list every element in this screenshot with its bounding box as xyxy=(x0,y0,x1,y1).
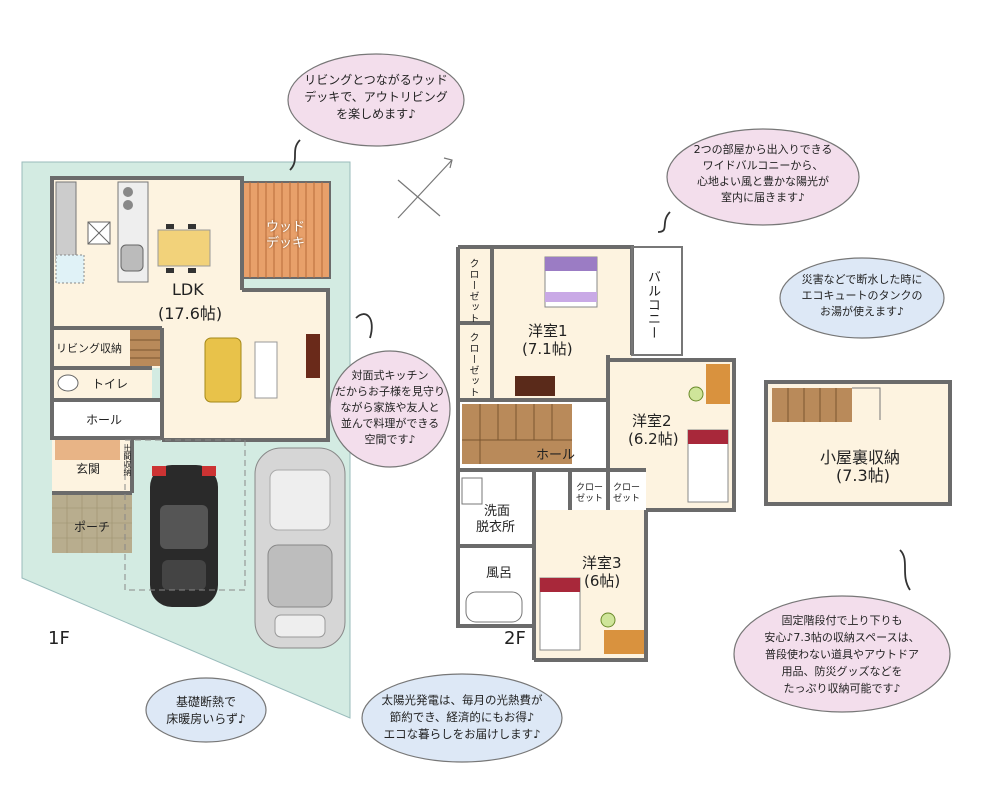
note-attic-line: 安心♪7.3帖の収納スペースは、 xyxy=(764,631,920,644)
earth-storage-label: 土間収納 xyxy=(123,444,132,476)
car-silver xyxy=(254,447,346,649)
note-foundation-line: 床暖房いらず♪ xyxy=(166,712,246,726)
cloud-foundation xyxy=(145,677,267,743)
sofa xyxy=(204,337,242,403)
compass xyxy=(397,157,453,219)
note-ecocute: 災害などで断水した時に エコキュートのタンクの お湯が使えます♪ xyxy=(782,272,942,320)
note-balcony-line: 室内に届きます♪ xyxy=(720,191,806,204)
room3-label: 洋室3 xyxy=(582,554,622,572)
attic-label: 小屋裏収納 xyxy=(820,448,901,467)
deck-label-2: デッキ xyxy=(266,236,306,251)
note-attic-line: 用品、防災グッズなどを xyxy=(781,665,903,678)
note-balcony-line: ワイドバルコニーから、 xyxy=(702,159,824,172)
note-foundation-line: 基礎断熱で xyxy=(175,695,236,709)
living-storage-label: リビング収納 xyxy=(56,342,122,355)
bath-label: 風呂 xyxy=(486,566,513,581)
wood-deck xyxy=(241,181,331,279)
hall-1f-label: ホール xyxy=(86,413,123,427)
closet-label-1: クローゼット xyxy=(467,258,478,324)
cloud-ecocute xyxy=(779,257,945,339)
note-solar-line: 節約でき、経済的にもお得♪ xyxy=(389,710,535,724)
note-ecocute-line: お湯が使えます♪ xyxy=(819,305,905,318)
note-attic-line: たっぷり収納可能です♪ xyxy=(783,682,901,695)
room2-size: (6.2帖) xyxy=(628,430,679,448)
attic-stairs xyxy=(772,388,852,422)
bathtub xyxy=(465,591,523,623)
note-balcony-line: 心地よい風と豊かな陽光が xyxy=(697,175,829,188)
note-kitchen-line: 並んで料理ができる xyxy=(340,417,440,430)
floor-1f-label: 1F xyxy=(48,628,70,649)
cloud-kitchen xyxy=(329,350,451,468)
desk-room2 xyxy=(706,364,730,404)
closet-small-1a: クロー xyxy=(576,483,604,493)
note-deck-line: リビングとつながるウッド xyxy=(304,73,448,87)
deck-planks xyxy=(249,182,323,278)
balcony-outline xyxy=(631,246,683,356)
walls-1f xyxy=(50,176,330,495)
note-deck-line: を楽しめます♪ xyxy=(336,107,416,121)
entrance-label: 玄関 xyxy=(76,462,101,476)
room3-size: (6帖) xyxy=(584,572,621,590)
note-balcony-line: 2つの部屋から出入りできる xyxy=(693,143,833,156)
wash-label-2: 脱衣所 xyxy=(476,520,516,535)
attic-size: (7.3帖) xyxy=(836,466,890,485)
porch-label: ポーチ xyxy=(74,520,111,534)
dining-table xyxy=(157,229,211,267)
toilet-label: トイレ xyxy=(92,377,129,391)
wash-label-1: 洗面 xyxy=(484,504,511,519)
desk-room3 xyxy=(604,630,644,654)
note-attic: 固定階段付で上り下りも 安心♪7.3帖の収納スペースは、 普段使わない道具やアウ… xyxy=(736,612,948,697)
ldk-size: (17.6帖) xyxy=(158,304,223,323)
ldk-label: LDK xyxy=(172,280,204,299)
stairs-1f xyxy=(130,330,160,366)
note-solar: 太陽光発電は、毎月の光熱費が 節約でき、経済的にもお得♪ エコな暮らしをお届けし… xyxy=(364,692,560,743)
note-kitchen-line: 空間です♪ xyxy=(364,433,416,446)
note-kitchen: 対面式キッチン だからお子様を見守り ながら家族や友人と 並んで料理ができる 空… xyxy=(334,368,446,448)
note-ecocute-line: 災害などで断水した時に xyxy=(801,273,923,286)
note-deck: リビングとつながるウッド デッキで、アウトリビング を楽しめます♪ xyxy=(290,72,462,123)
pointer-arrows xyxy=(289,139,911,591)
note-foundation: 基礎断熱で 床暖房いらず♪ xyxy=(150,694,262,728)
closet-label-2: クローゼット xyxy=(467,332,478,398)
porch-tiles xyxy=(52,493,132,553)
balcony-floor xyxy=(632,247,682,355)
note-ecocute-line: エコキュートのタンクの xyxy=(801,289,923,302)
washbasin xyxy=(461,477,483,505)
toilet-bowl xyxy=(57,374,79,392)
floor-2f-label: 2F xyxy=(504,628,526,649)
closet-small-1b: ゼット xyxy=(576,494,604,504)
tv-board xyxy=(306,334,320,378)
note-balcony: 2つの部屋から出入りできる ワイドバルコニーから、 心地よい風と豊かな陽光が 室… xyxy=(672,142,854,206)
note-attic-line: 普段使わない道具やアウトドア xyxy=(765,648,919,661)
deck-label-1: ウッド xyxy=(266,220,306,235)
car-black xyxy=(150,465,218,607)
note-kitchen-line: だからお子様を見守り xyxy=(335,385,445,398)
hall-2f-label: ホール xyxy=(536,448,576,463)
hall-floor xyxy=(52,400,162,438)
room1-size: (7.1帖) xyxy=(522,340,573,358)
closet-small-2a: クロー xyxy=(613,483,641,493)
ldk-floor-2 xyxy=(162,290,328,440)
note-kitchen-line: ながら家族や友人と xyxy=(340,401,440,414)
note-solar-line: 太陽光発電は、毎月の光熱費が xyxy=(381,693,543,707)
closet-small-2b: ゼット xyxy=(613,494,641,504)
kitchen-counter xyxy=(55,181,77,263)
note-deck-line: デッキで、アウトリビング xyxy=(304,90,448,104)
room2-label: 洋室2 xyxy=(632,412,672,430)
cloud-attic xyxy=(733,595,951,713)
entrance-mat xyxy=(55,440,120,460)
cloud-balcony xyxy=(666,128,860,226)
note-solar-line: エコな暮らしをお届けします♪ xyxy=(383,727,541,741)
note-kitchen-line: 対面式キッチン xyxy=(351,369,429,382)
balcony-label: バルコニー xyxy=(645,270,660,340)
room1-label: 洋室1 xyxy=(528,322,568,340)
note-attic-line: 固定階段付で上り下りも xyxy=(781,614,903,627)
desk-room1 xyxy=(515,376,555,396)
cloud-solar xyxy=(361,673,563,763)
cloud-deck xyxy=(287,53,465,147)
